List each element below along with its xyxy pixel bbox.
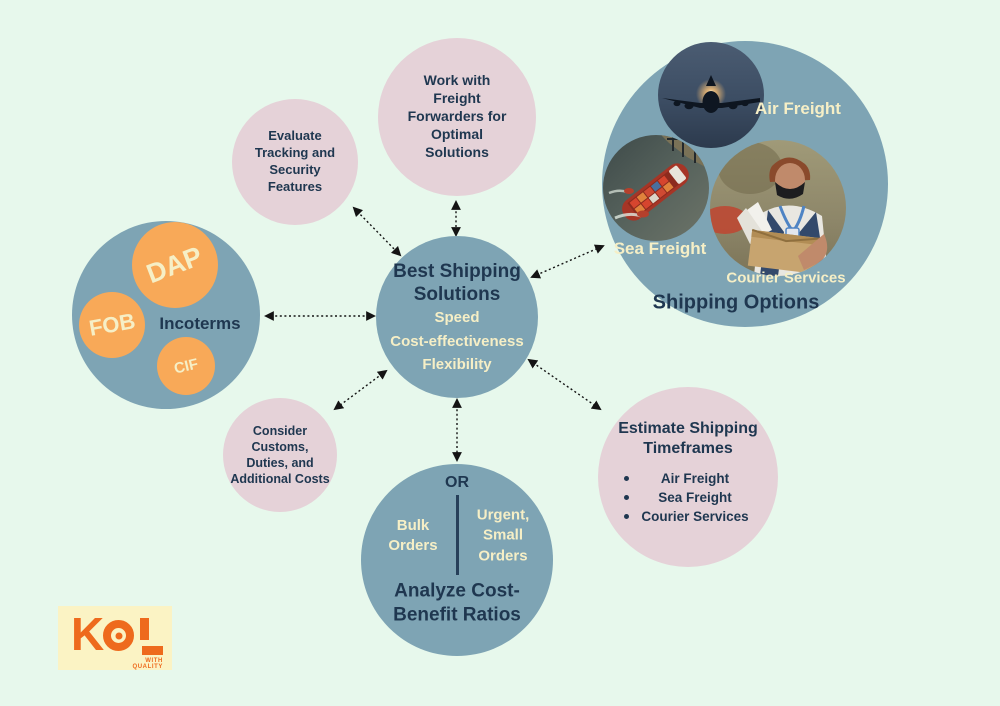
- incoterm-dap-label: DAP: [142, 240, 207, 289]
- list-item: Air Freight: [624, 471, 752, 486]
- logo-letter-l: [137, 615, 164, 655]
- logo-l-vertical-bar: [140, 618, 149, 640]
- tracking-security-text: Evaluate Tracking and Security Features: [254, 128, 336, 194]
- container-ship-illustration: [603, 135, 709, 241]
- factor-flexibility: Flexibility: [422, 355, 492, 373]
- factor-speed: Speed: [434, 309, 480, 327]
- center-node-title: Best Shipping Solutions: [393, 260, 521, 306]
- incoterm-cif-circle: CIF: [157, 337, 215, 395]
- tagline-line: MADE: [142, 651, 163, 657]
- bullet-icon: [624, 514, 629, 519]
- cost-benefit-node: OR Bulk Orders Urgent, Small Orders Anal…: [361, 464, 553, 656]
- freight-forwarders-node: Work with Freight Forwarders for Optimal…: [378, 38, 536, 196]
- airplane-illustration: [658, 42, 764, 148]
- timeframe-sea-freight: Sea Freight: [658, 490, 732, 505]
- list-item: Sea Freight: [624, 490, 752, 505]
- logo-letter-k: K: [71, 608, 104, 660]
- tracking-security-node: Evaluate Tracking and Security Features: [232, 99, 358, 225]
- tagline-line: WITH: [145, 657, 163, 664]
- arrow-center-to-bottom-left: [333, 369, 388, 411]
- incoterm-fob-label: FOB: [86, 308, 137, 341]
- customs-duties-node: Consider Customs, Duties, and Additional…: [223, 398, 337, 512]
- arrow-center-to-right: [530, 244, 605, 279]
- courier-illustration: [710, 140, 846, 276]
- incoterm-fob-circle: FOB: [79, 292, 145, 358]
- shipping-timeframes-node: Estimate Shipping Timeframes Air Freight…: [598, 387, 778, 567]
- bulk-orders-option: Bulk Orders: [388, 516, 438, 554]
- tagline-line: QUALITY: [132, 664, 163, 670]
- freight-forwarders-text: Work with Freight Forwarders for Optimal…: [407, 72, 507, 160]
- sea-freight-photo: [603, 135, 709, 241]
- logo-tagline: MADE WITH QUALITY: [132, 651, 163, 671]
- arrow-center-to-top-left: [352, 206, 402, 257]
- shipping-options-node: Air Freight: [602, 41, 888, 327]
- logo-o-dot: [115, 632, 123, 639]
- air-freight-photo: [658, 42, 764, 148]
- factor-cost-effectiveness: Cost-effectiveness: [390, 332, 524, 350]
- courier-services-photo: [710, 140, 846, 276]
- timeframes-list: Air Freight Sea Freight Courier Services: [624, 471, 752, 524]
- courier-services-label: Courier Services: [726, 269, 846, 287]
- bullet-icon: [624, 476, 629, 481]
- air-freight-label: Air Freight: [755, 99, 841, 118]
- best-shipping-solutions-node: Best Shipping Solutions Speed Cost-effec…: [376, 236, 538, 398]
- kol-logo: K MADE WITH QUALITY: [58, 606, 172, 670]
- timeframe-courier-services: Courier Services: [641, 509, 749, 524]
- shipping-timeframes-title: Estimate Shipping Timeframes: [618, 420, 758, 457]
- cost-benefit-title: Analyze Cost-Benefit Ratios: [393, 580, 521, 625]
- list-item: Courier Services: [624, 509, 752, 524]
- kol-logo-letters: K: [71, 608, 164, 660]
- incoterms-title: Incoterms: [159, 314, 241, 333]
- logo-l-horizontal-bar: [142, 646, 164, 655]
- or-divider-line: [456, 495, 459, 575]
- urgent-small-orders-option: Urgent, Small Orders: [476, 506, 530, 565]
- incoterm-dap-circle: DAP: [132, 222, 218, 308]
- arrow-center-to-bottom-right: [527, 358, 602, 411]
- logo-letter-o: [103, 620, 135, 651]
- customs-duties-text: Consider Customs, Duties, and Additional…: [230, 423, 330, 487]
- or-label: OR: [445, 474, 469, 491]
- timeframe-air-freight: Air Freight: [660, 471, 730, 486]
- sea-freight-label: Sea Freight: [613, 239, 707, 258]
- incoterms-node: DAP FOB CIF Incoterms: [72, 221, 260, 409]
- incoterm-cif-label: CIF: [172, 354, 200, 378]
- shipping-options-title: Shipping Options: [652, 291, 820, 314]
- bullet-icon: [624, 495, 629, 500]
